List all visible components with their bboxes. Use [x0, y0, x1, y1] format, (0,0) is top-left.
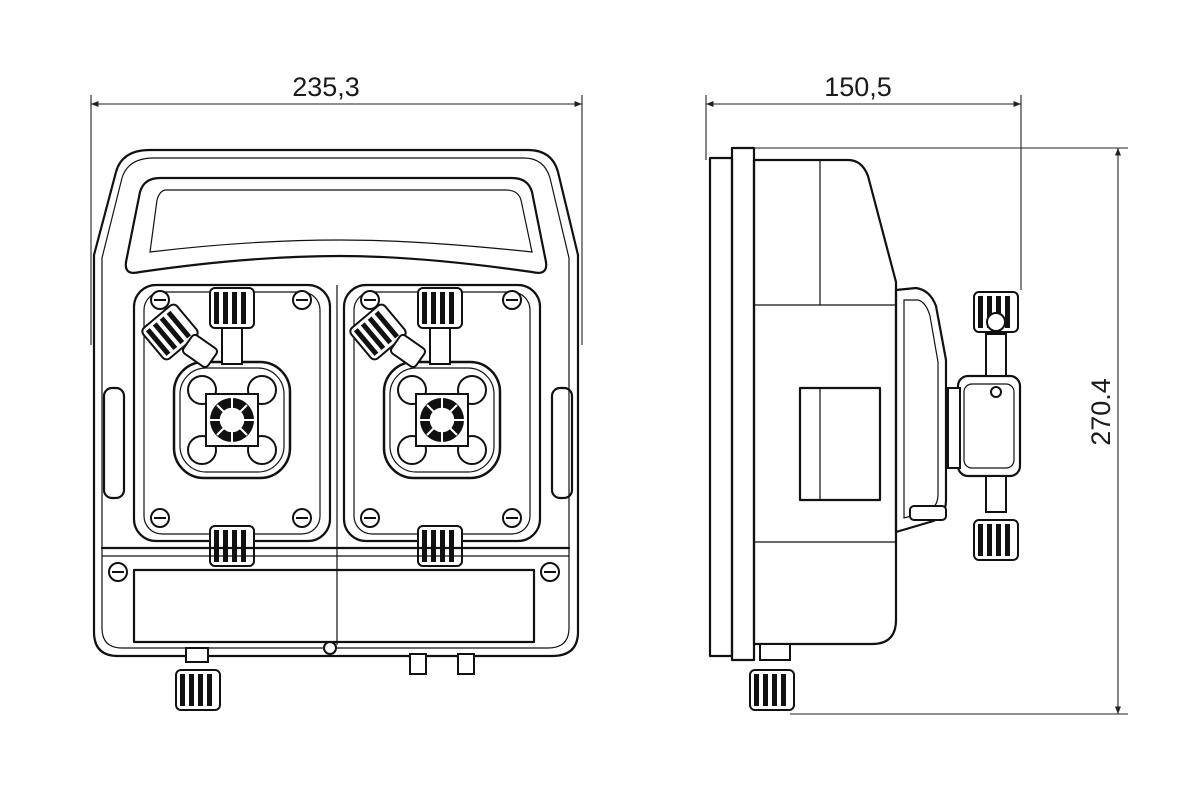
- width-dimension-label: 235,3: [292, 72, 360, 102]
- depth-dimension-label: 150,5: [824, 72, 892, 102]
- height-dimension-label: 270.4: [1086, 378, 1116, 446]
- front-view: 235,3: [90, 72, 583, 711]
- side-view: 150,5 270.4: [705, 72, 1128, 715]
- height-dimension: 270.4: [736, 147, 1128, 715]
- depth-dimension: 150,5: [705, 72, 1022, 290]
- width-dimension: 235,3: [90, 72, 583, 345]
